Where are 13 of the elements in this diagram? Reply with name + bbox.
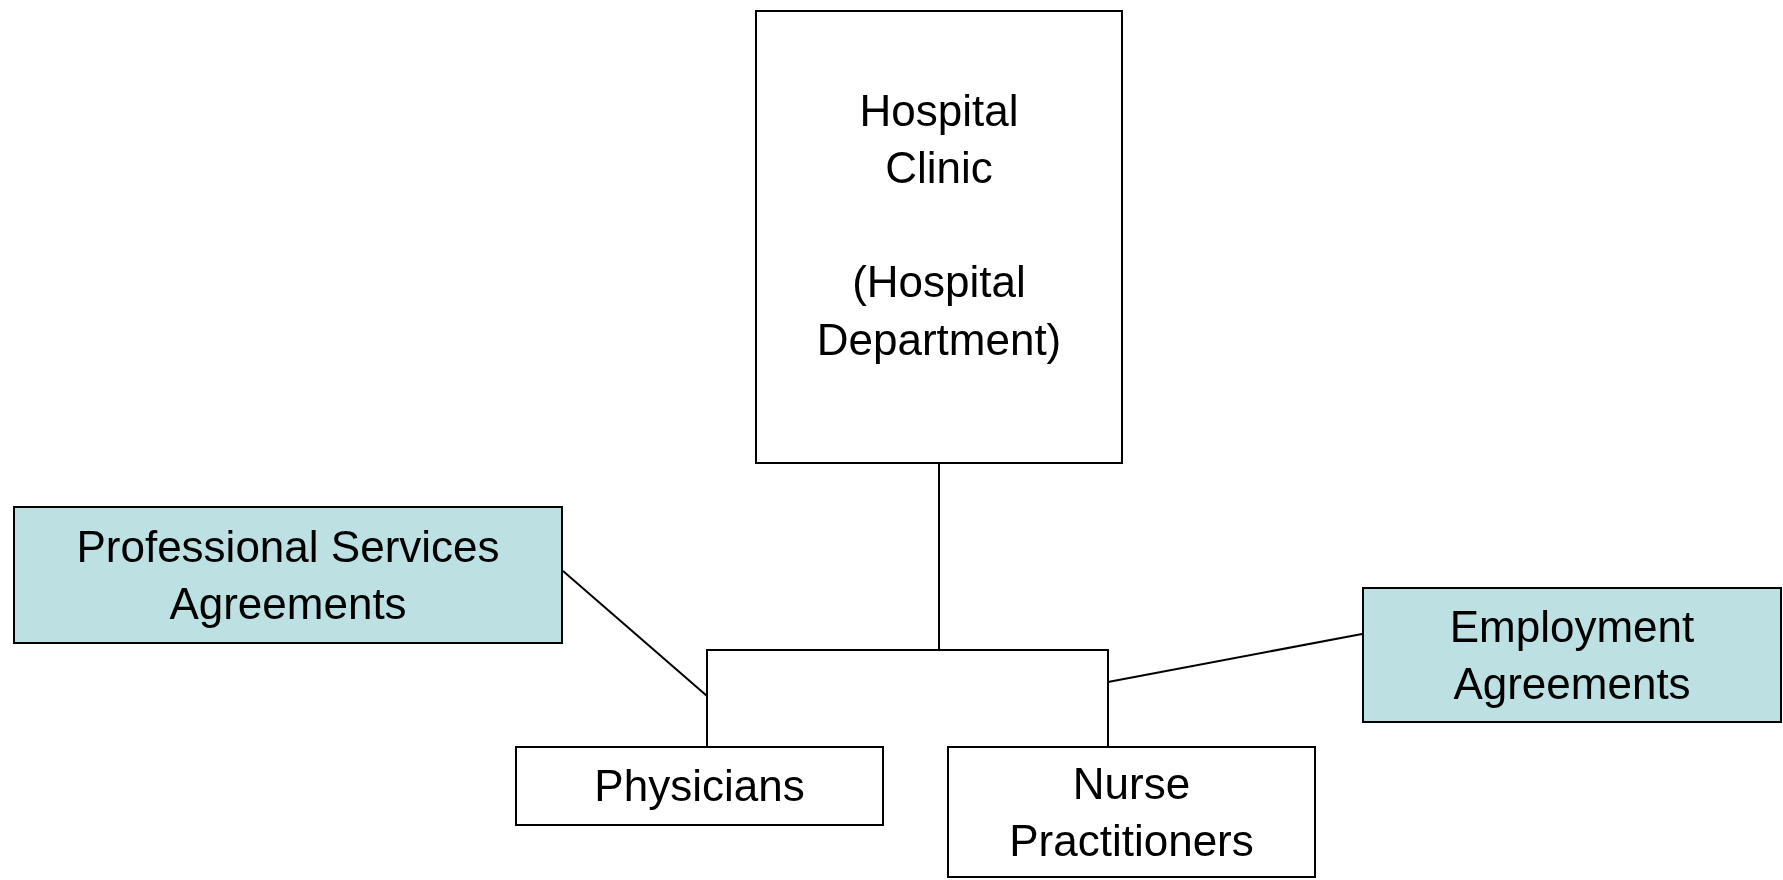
box-label: Employment Agreements [1448,600,1696,710]
org-box [755,10,1123,464]
leader-line [1107,633,1363,683]
agreement-box [13,506,563,644]
box-label: Professional Services Agreements [75,520,501,630]
box-label: Physicians [594,760,805,813]
leader-line [562,570,708,697]
org-box [515,746,884,826]
box-label: Hospital Clinic [858,85,1020,195]
box-label: Nurse Practitioners [1008,757,1255,867]
org-box [947,746,1316,878]
box-label: (Hospital Department) [815,256,1063,366]
agreement-box [1362,587,1782,723]
